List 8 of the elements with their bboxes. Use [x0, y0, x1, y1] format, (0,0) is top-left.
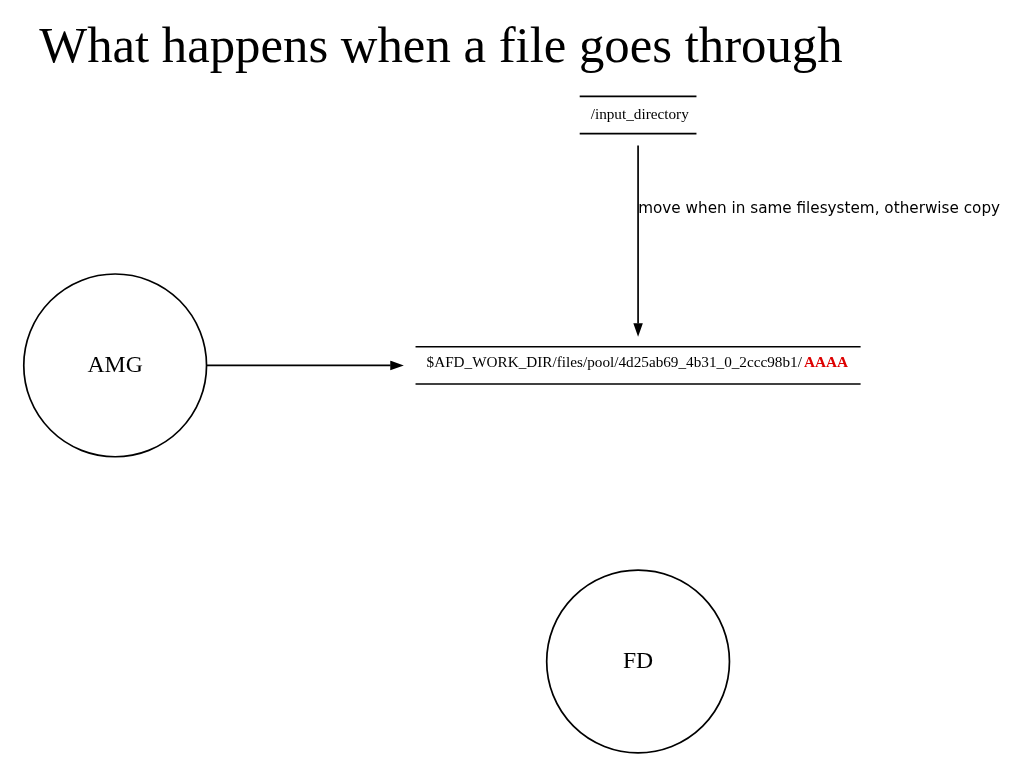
node-circle: FD: [545, 569, 731, 754]
edge-label: move when in same filesystem, otherwise copy: [638, 199, 1001, 218]
node-text: /input_directory: [590, 104, 689, 122]
arrow: [205, 360, 404, 371]
diagram-title: What happens when a file goes through: [39, 17, 843, 74]
arrow: [633, 144, 643, 337]
node-circle: AMG: [22, 273, 208, 458]
node-text: $AFD_WORK_DIR/files/pool/4d25ab69_4b31_0_2ccc98b1/AAAA: [426, 353, 848, 371]
